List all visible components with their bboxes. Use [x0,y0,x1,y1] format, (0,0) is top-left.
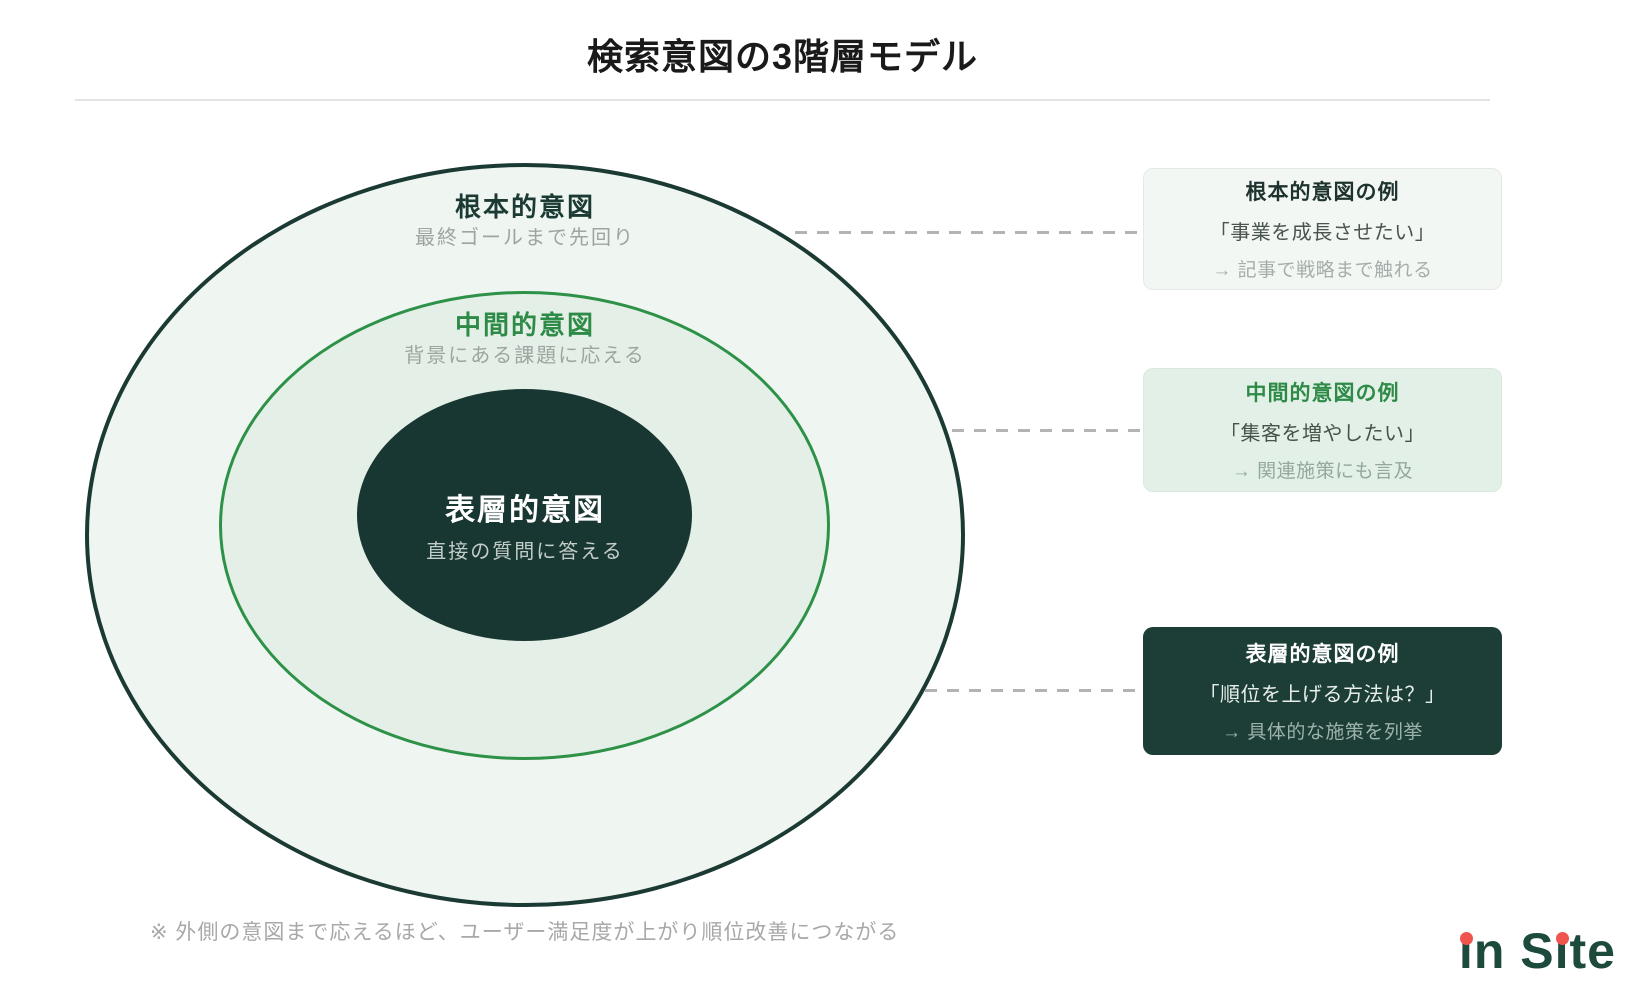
logo-letter-i: ı [1458,923,1474,979]
logo-dot-icon [1556,932,1570,945]
ring-surface [357,389,692,641]
example-card-fundamental: 根本的意図の例 「事業を成長させたい」 → 記事で戦略まで触れる [1143,168,1502,290]
example-card-title: 表層的意図の例 [1245,643,1400,666]
ring-intermediate-desc: 背景にある課題に応える [404,345,646,367]
logo-dot-icon [1460,932,1474,945]
example-card-title: 中間的意図の例 [1245,382,1400,405]
page-title: 検索意図の3階層モデル [586,36,979,77]
connector-line-intermediate [952,429,1143,432]
example-card-quote: 「事業を成長させたい」 [1209,222,1436,244]
example-card-surface: 表層的意図の例 「順位を上げる方法は？」 → 具体的な施策を列挙 [1143,627,1502,755]
connector-line-fundamental [795,231,1143,234]
example-card-intermediate: 中間的意図の例 「集客を増やしたい」 → 関連施策にも言及 [1143,368,1502,492]
example-card-quote: 「集客を増やしたい」 [1220,423,1425,445]
ring-surface-label: 表層的意図 [445,494,605,527]
connector-line-surface [925,689,1143,692]
ring-fundamental-label: 根本的意図 [454,192,595,222]
example-card-action: → 記事で戦略まで触れる [1212,260,1433,281]
logo-letter-i: ı [1554,923,1570,979]
logo-text: te [1569,923,1616,979]
example-card-quote: 「順位を上げる方法は？」 [1199,684,1446,706]
ring-fundamental-desc: 最終ゴールまで先回り [415,227,635,249]
logo-text: n S [1473,923,1555,979]
ring-intermediate-label: 中間的意図 [454,310,595,340]
example-card-action: → 具体的な施策を列挙 [1222,722,1423,743]
footnote: ※ 外側の意図まで応えるほど、ユーザー満足度が上がり順位改善につながる [150,921,900,944]
ring-surface-desc: 直接の質問に答える [426,541,624,563]
example-card-title: 根本的意図の例 [1245,181,1400,204]
example-card-action: → 関連施策にも言及 [1231,461,1414,482]
title-divider [75,99,1490,101]
